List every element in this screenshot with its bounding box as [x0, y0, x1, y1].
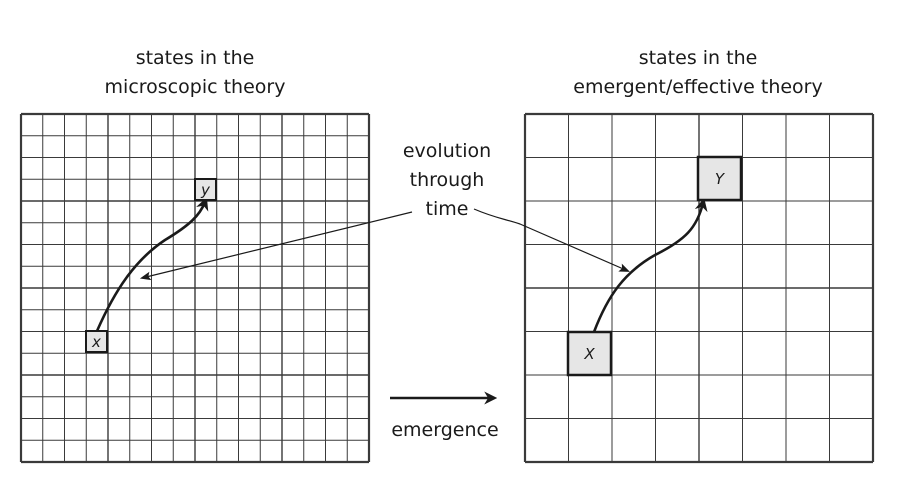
emergent-grid	[523, 112, 875, 464]
emergent-state-x-label: X	[583, 345, 595, 363]
annotation-pointer-left	[139, 211, 413, 281]
microscopic-state-y-label: y	[200, 181, 211, 199]
microscopic-grid	[19, 112, 371, 464]
emergent-trajectory-arrow	[592, 197, 708, 333]
emergent-state-y-label: Y	[715, 170, 726, 188]
annotation-line2: through	[410, 169, 485, 191]
emergent-state-y: Y	[696, 155, 743, 202]
annotation-line3: time	[426, 198, 469, 220]
annotation-line1: evolution	[403, 140, 491, 162]
right-panel-title-line1: states in the	[639, 47, 758, 69]
microscopic-state-x-label: x	[91, 333, 101, 351]
right-panel-title-line2: emergent/effective theory	[573, 76, 823, 98]
emergence-label: emergence	[391, 419, 498, 441]
microscopic-state-y: y	[194, 178, 217, 201]
annotation-pointer-right	[473, 208, 630, 272]
microscopic-trajectory-arrow	[95, 197, 209, 332]
left-panel-title-line2: microscopic theory	[105, 76, 286, 98]
emergent-state-x: X	[566, 330, 613, 377]
microscopic-state-x: x	[85, 330, 108, 353]
left-panel-title-line1: states in the	[136, 47, 255, 69]
